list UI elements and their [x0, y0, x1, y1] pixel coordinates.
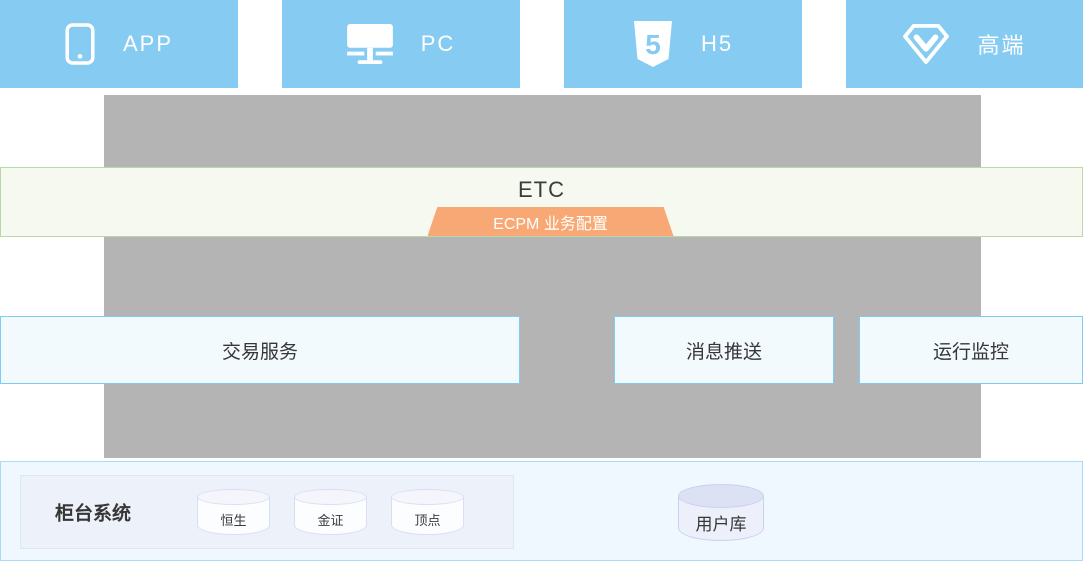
etc-title: ETC	[518, 177, 565, 202]
cylinder-top	[294, 489, 367, 505]
backend-layer-band: 柜台系统 恒生 金证 顶点 用户库	[0, 461, 1083, 561]
ecpm-config-badge: ECPM 业务配置	[427, 207, 674, 236]
service-monitoring: 运行监控	[859, 316, 1083, 384]
channel-label: 高端	[977, 33, 1026, 58]
service-label: 消息推送	[685, 341, 762, 363]
channel-premium: 高端	[846, 0, 1083, 88]
channel-label: PC	[420, 31, 456, 56]
counter-system-title: 柜台系统	[55, 503, 132, 525]
database-users: 用户库	[678, 484, 764, 541]
channel-h5: 5 H5	[564, 0, 802, 88]
database-label: 用户库	[695, 515, 747, 534]
smartphone-icon	[65, 22, 95, 66]
service-label: 交易服务	[221, 341, 298, 363]
service-label: 运行监控	[932, 341, 1009, 363]
service-trade: 交易服务	[0, 316, 520, 384]
database-jinzheng: 金证	[294, 489, 367, 535]
channel-app: APP	[0, 0, 238, 88]
backbone-column	[104, 95, 981, 458]
database-hengsheng: 恒生	[197, 489, 270, 535]
database-dingdian: 顶点	[391, 489, 464, 535]
database-label: 顶点	[414, 512, 441, 528]
channel-label: H5	[700, 31, 734, 56]
channel-pc: PC	[282, 0, 520, 88]
service-message-push: 消息推送	[614, 316, 834, 384]
database-label: 金证	[317, 512, 344, 528]
cylinder-top	[391, 489, 464, 505]
database-label: 恒生	[220, 512, 247, 528]
diamond-icon	[903, 24, 950, 64]
svg-text:5: 5	[645, 29, 661, 60]
cylinder-top	[197, 489, 270, 505]
desktop-icon	[346, 24, 393, 64]
etc-layer-band: ETC ECPM 业务配置	[0, 167, 1083, 237]
cylinder-top	[678, 484, 764, 508]
html5-icon: 5	[633, 21, 673, 67]
counter-system-panel: 柜台系统 恒生 金证 顶点	[20, 475, 514, 549]
ecpm-config-label: ECPM 业务配置	[493, 215, 608, 233]
channel-label: APP	[122, 31, 174, 56]
